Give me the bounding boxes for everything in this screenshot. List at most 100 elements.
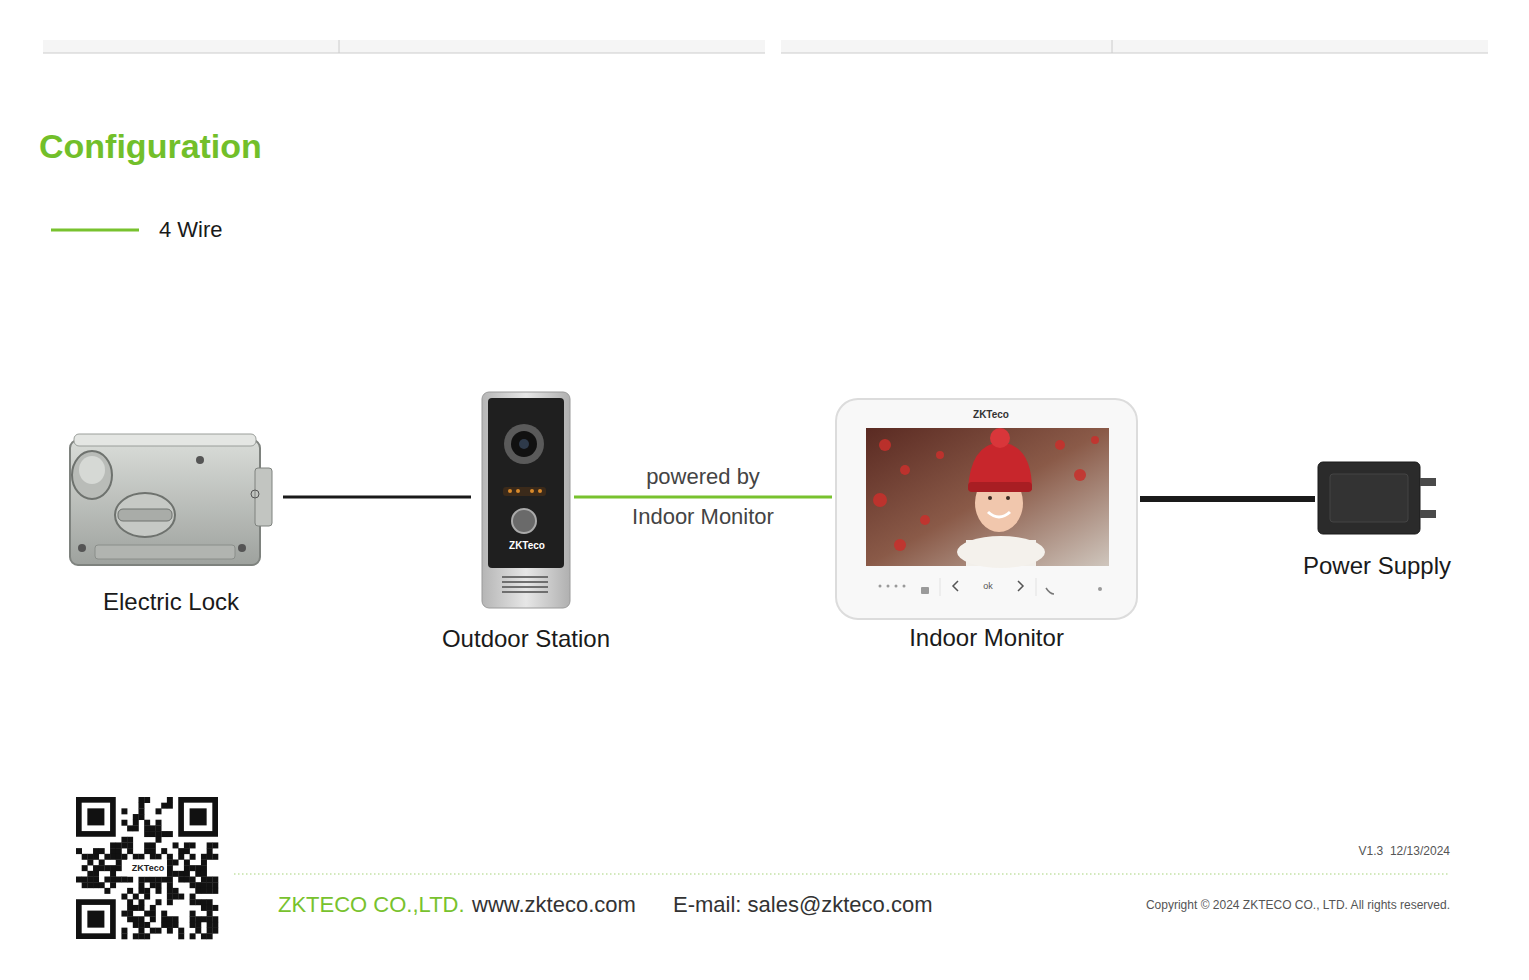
qr-module bbox=[178, 848, 184, 854]
qr-module bbox=[201, 871, 207, 877]
qr-module bbox=[144, 911, 150, 917]
qr-module bbox=[121, 928, 127, 934]
qr-module bbox=[207, 922, 213, 928]
qr-module bbox=[212, 877, 218, 883]
legend-text: 4 Wire bbox=[159, 217, 223, 243]
qr-module bbox=[207, 911, 213, 917]
qr-module bbox=[110, 854, 116, 860]
qr-module bbox=[133, 820, 139, 826]
qr-module bbox=[207, 933, 213, 939]
qr-module bbox=[201, 854, 207, 860]
qr-module bbox=[93, 848, 99, 854]
qr-module bbox=[144, 820, 150, 826]
qr-module bbox=[110, 842, 116, 848]
qr-module bbox=[178, 933, 184, 939]
qr-module bbox=[173, 842, 179, 848]
qr-module bbox=[127, 842, 133, 848]
qr-module bbox=[156, 888, 162, 894]
qr-module bbox=[87, 877, 93, 883]
qr-module bbox=[184, 848, 190, 854]
qr-module bbox=[201, 859, 207, 865]
qr-module bbox=[178, 871, 184, 877]
qr-module bbox=[195, 865, 201, 871]
qr-module bbox=[87, 871, 93, 877]
qr-module bbox=[133, 933, 139, 939]
qr-module bbox=[104, 865, 110, 871]
qr-module bbox=[167, 899, 173, 905]
qr-module bbox=[127, 825, 133, 831]
qr-module bbox=[173, 871, 179, 877]
qr-module bbox=[133, 905, 139, 911]
qr-module bbox=[201, 899, 207, 905]
qr-module bbox=[121, 854, 127, 860]
qr-module bbox=[82, 882, 88, 888]
qr-module bbox=[161, 848, 167, 854]
copyright: Copyright © 2024 ZKTECO CO., LTD. All ri… bbox=[1146, 898, 1450, 912]
qr-module bbox=[161, 803, 167, 809]
qr-module bbox=[121, 808, 127, 814]
qr-module bbox=[156, 837, 162, 843]
qr-module bbox=[150, 848, 156, 854]
diagram-title: Configuration bbox=[39, 126, 262, 167]
qr-module bbox=[201, 905, 207, 911]
qr-module bbox=[207, 928, 213, 934]
qr-module bbox=[167, 797, 173, 803]
qr-module bbox=[144, 894, 150, 900]
qr-module bbox=[87, 859, 93, 865]
qr-module bbox=[110, 848, 116, 854]
qr-module bbox=[110, 865, 116, 871]
wire-connector bbox=[283, 496, 471, 499]
qr-module bbox=[150, 854, 156, 860]
qr-module bbox=[161, 916, 167, 922]
qr-module bbox=[178, 928, 184, 934]
qr-module bbox=[104, 877, 110, 883]
qr-module bbox=[144, 825, 150, 831]
website: www.zkteco.com bbox=[472, 892, 636, 918]
table-fragment bbox=[43, 40, 1488, 53]
qr-module bbox=[127, 877, 133, 883]
qr-module bbox=[212, 888, 218, 894]
qr-module bbox=[138, 808, 144, 814]
qr-module bbox=[156, 882, 162, 888]
qr-module bbox=[121, 894, 127, 900]
qr-module bbox=[99, 882, 105, 888]
qr-module bbox=[201, 865, 207, 871]
qr-module bbox=[212, 854, 218, 860]
qr-module bbox=[121, 842, 127, 848]
qr-module bbox=[195, 922, 201, 928]
qr-module bbox=[201, 888, 207, 894]
qr-module bbox=[212, 922, 218, 928]
qr-module bbox=[116, 848, 122, 854]
qr-module bbox=[173, 859, 179, 865]
qr-module bbox=[161, 911, 167, 917]
qr-module bbox=[207, 916, 213, 922]
qr-module bbox=[93, 854, 99, 860]
qr-module bbox=[121, 837, 127, 843]
qr-module bbox=[82, 854, 88, 860]
qr-module bbox=[144, 922, 150, 928]
qr-module bbox=[167, 928, 173, 934]
qr-module bbox=[121, 877, 127, 883]
qr-module bbox=[138, 933, 144, 939]
outdoor-station-picture bbox=[482, 392, 570, 608]
qr-module bbox=[121, 911, 127, 917]
qr-module bbox=[133, 854, 139, 860]
qr-module bbox=[138, 888, 144, 894]
qr-module bbox=[195, 882, 201, 888]
qr-module bbox=[144, 877, 150, 883]
qr-module bbox=[156, 877, 162, 883]
qr-module bbox=[127, 837, 133, 843]
qr-module bbox=[82, 803, 110, 831]
qr-module bbox=[167, 859, 173, 865]
qr-module bbox=[212, 905, 218, 911]
qr-module bbox=[190, 877, 196, 883]
qr-module bbox=[87, 854, 93, 860]
qr-module bbox=[99, 848, 105, 854]
qr-module bbox=[150, 928, 156, 934]
qr-module bbox=[150, 825, 156, 831]
button-label: ok bbox=[983, 581, 993, 592]
qr-module bbox=[207, 888, 213, 894]
qr-module bbox=[201, 877, 207, 883]
qr-module bbox=[110, 871, 116, 877]
qr-module bbox=[167, 882, 173, 888]
